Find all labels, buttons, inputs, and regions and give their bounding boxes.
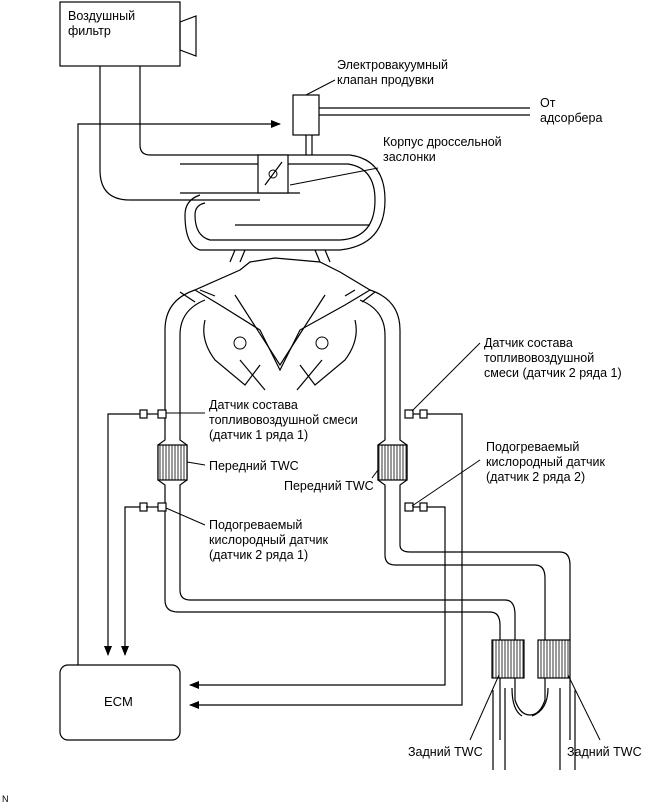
af-sensor-bank2-label: Датчик состава топливовоздушной смеси (д…: [484, 336, 622, 380]
af-sensor-bank1: [157, 409, 167, 419]
from-canister-label: От адсорбера: [540, 96, 603, 125]
ho2-sensor-left-label: Подогреваемый кислородный датчик (датчик…: [209, 518, 329, 562]
throttle-body-label: Корпус дроссельной заслонки: [383, 135, 502, 164]
ho2-sensor-right-label: Подогреваемый кислородный датчик (датчик…: [486, 440, 606, 484]
front-twc-right-label: Передний TWC: [284, 479, 374, 493]
rear-twc-right-label: Задний TWC: [567, 745, 642, 759]
rear-twc-left: [491, 639, 525, 679]
intake-plenum: [184, 154, 386, 251]
air-inlet-horn: [179, 15, 197, 57]
intake-duct: [99, 66, 260, 201]
front-twc-left: [157, 444, 188, 481]
ecm-box: [59, 664, 181, 741]
af-sensor-bank2: [404, 409, 414, 419]
front-twc-right: [377, 444, 408, 481]
af-sensor-bank1-label: Датчик состава топливовоздушной смеси (д…: [209, 398, 358, 442]
ho2-sensor-left: [157, 502, 167, 512]
air-filter-box: [59, 1, 181, 67]
ho2-sensor-right: [404, 502, 414, 512]
throttle-body: [257, 154, 289, 194]
purge-valve-label: Электровакуумный клапан продувки: [337, 58, 448, 87]
ecm-label: ECM: [104, 694, 133, 709]
rear-twc-left-label: Задний TWC: [408, 745, 483, 759]
purge-valve-box: [292, 94, 320, 136]
corner-mark: N: [2, 794, 9, 804]
front-twc-left-label: Передний TWC: [209, 459, 299, 473]
air-filter-label: Воздушный фильтр: [68, 9, 136, 38]
rear-twc-right: [537, 639, 571, 679]
engine-block: [193, 257, 372, 372]
